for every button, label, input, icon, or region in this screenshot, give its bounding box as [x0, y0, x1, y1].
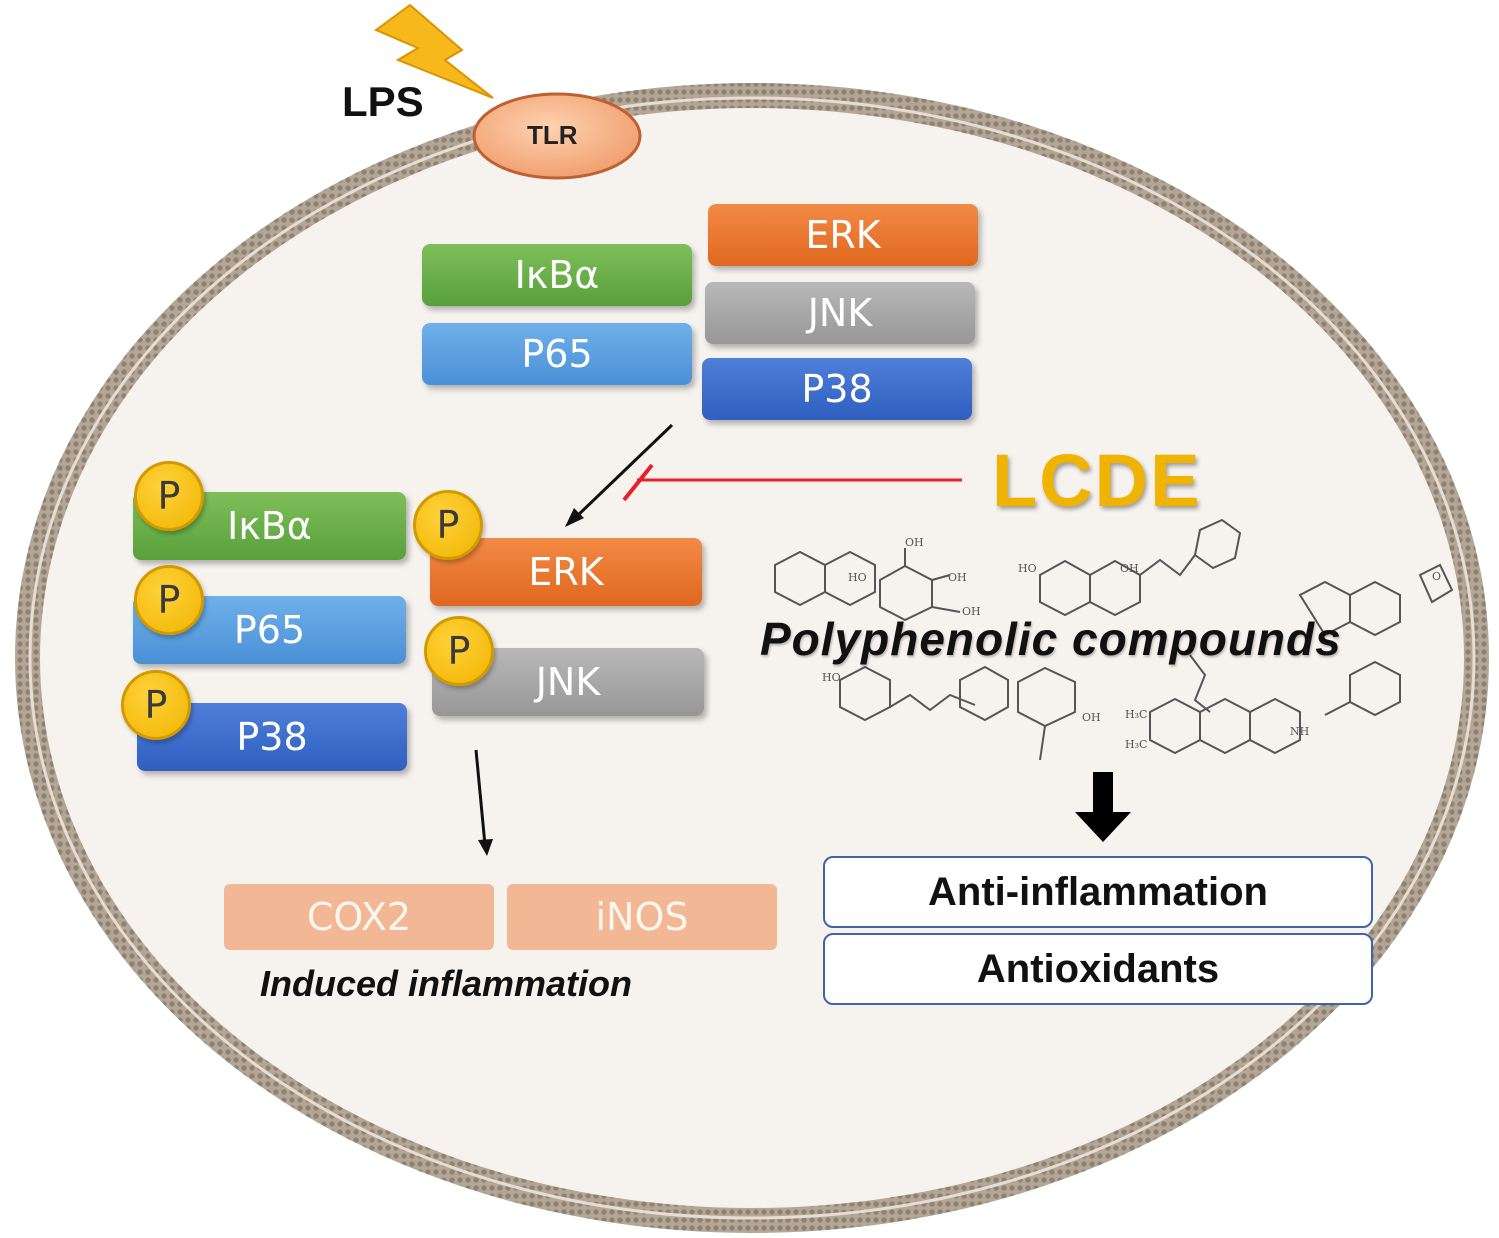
svg-text:NH: NH: [1290, 725, 1309, 738]
svg-text:HO: HO: [822, 671, 841, 684]
cell-membrane-inner-line: [28, 96, 1476, 1220]
phospho-badge-ikba: P: [134, 461, 204, 531]
jnk-inactive-box: JNK: [705, 282, 975, 344]
polyphenol-atom-labels: HO OH OH OH HO OH HO OH H₃C H₃C NH O: [822, 536, 1441, 751]
svg-text:OH: OH: [948, 571, 967, 584]
phospho-badge-jnk: P: [424, 616, 494, 686]
phospho-badge-p65: P: [134, 565, 204, 635]
svg-text:HO: HO: [848, 571, 867, 584]
lightning-bolt-icon: [373, 3, 494, 99]
inos-box: iNOS: [507, 884, 777, 950]
svg-text:O: O: [1432, 570, 1441, 583]
svg-text:HO: HO: [1018, 562, 1037, 575]
phospho-badge-erk: P: [413, 490, 483, 560]
inhibition-bar: [622, 463, 654, 502]
polyphenolic-compounds-label: Polyphenolic compounds: [760, 613, 1342, 665]
induced-inflammation-caption: Induced inflammation: [260, 963, 633, 1004]
cox2-box: COX2: [224, 884, 494, 950]
activation-arrow-head: [565, 508, 584, 527]
svg-text:OH: OH: [1120, 562, 1139, 575]
erk-inactive-box: ERK: [708, 204, 978, 266]
p65-inactive-box: P65: [422, 323, 692, 385]
svg-text:OH: OH: [1082, 711, 1101, 724]
induction-arrow-head: [478, 839, 493, 856]
anti-inflammation-box: Anti-inflammation: [823, 856, 1373, 928]
lps-label: LPS: [342, 78, 424, 125]
svg-text:H₃C: H₃C: [1125, 708, 1147, 721]
erk-phospho-box: ERK: [430, 538, 702, 606]
induction-arrow: [474, 749, 487, 846]
p38-inactive-box: P38: [702, 358, 972, 420]
activation-arrow: [573, 423, 674, 520]
ikba-inactive-box: IκBα: [422, 244, 692, 306]
polyphenol-structures: [774, 518, 1454, 761]
tlr-label: TLR: [527, 120, 578, 150]
svg-text:OH: OH: [962, 605, 981, 618]
svg-text:OH: OH: [905, 536, 924, 549]
tlr-receptor: [472, 92, 642, 180]
outcome-arrow: [1075, 772, 1131, 842]
lcde-label: LCDE: [992, 439, 1202, 522]
phospho-badge-p38: P: [121, 670, 191, 740]
svg-text:H₃C: H₃C: [1125, 738, 1147, 751]
antioxidants-box: Antioxidants: [823, 933, 1373, 1005]
